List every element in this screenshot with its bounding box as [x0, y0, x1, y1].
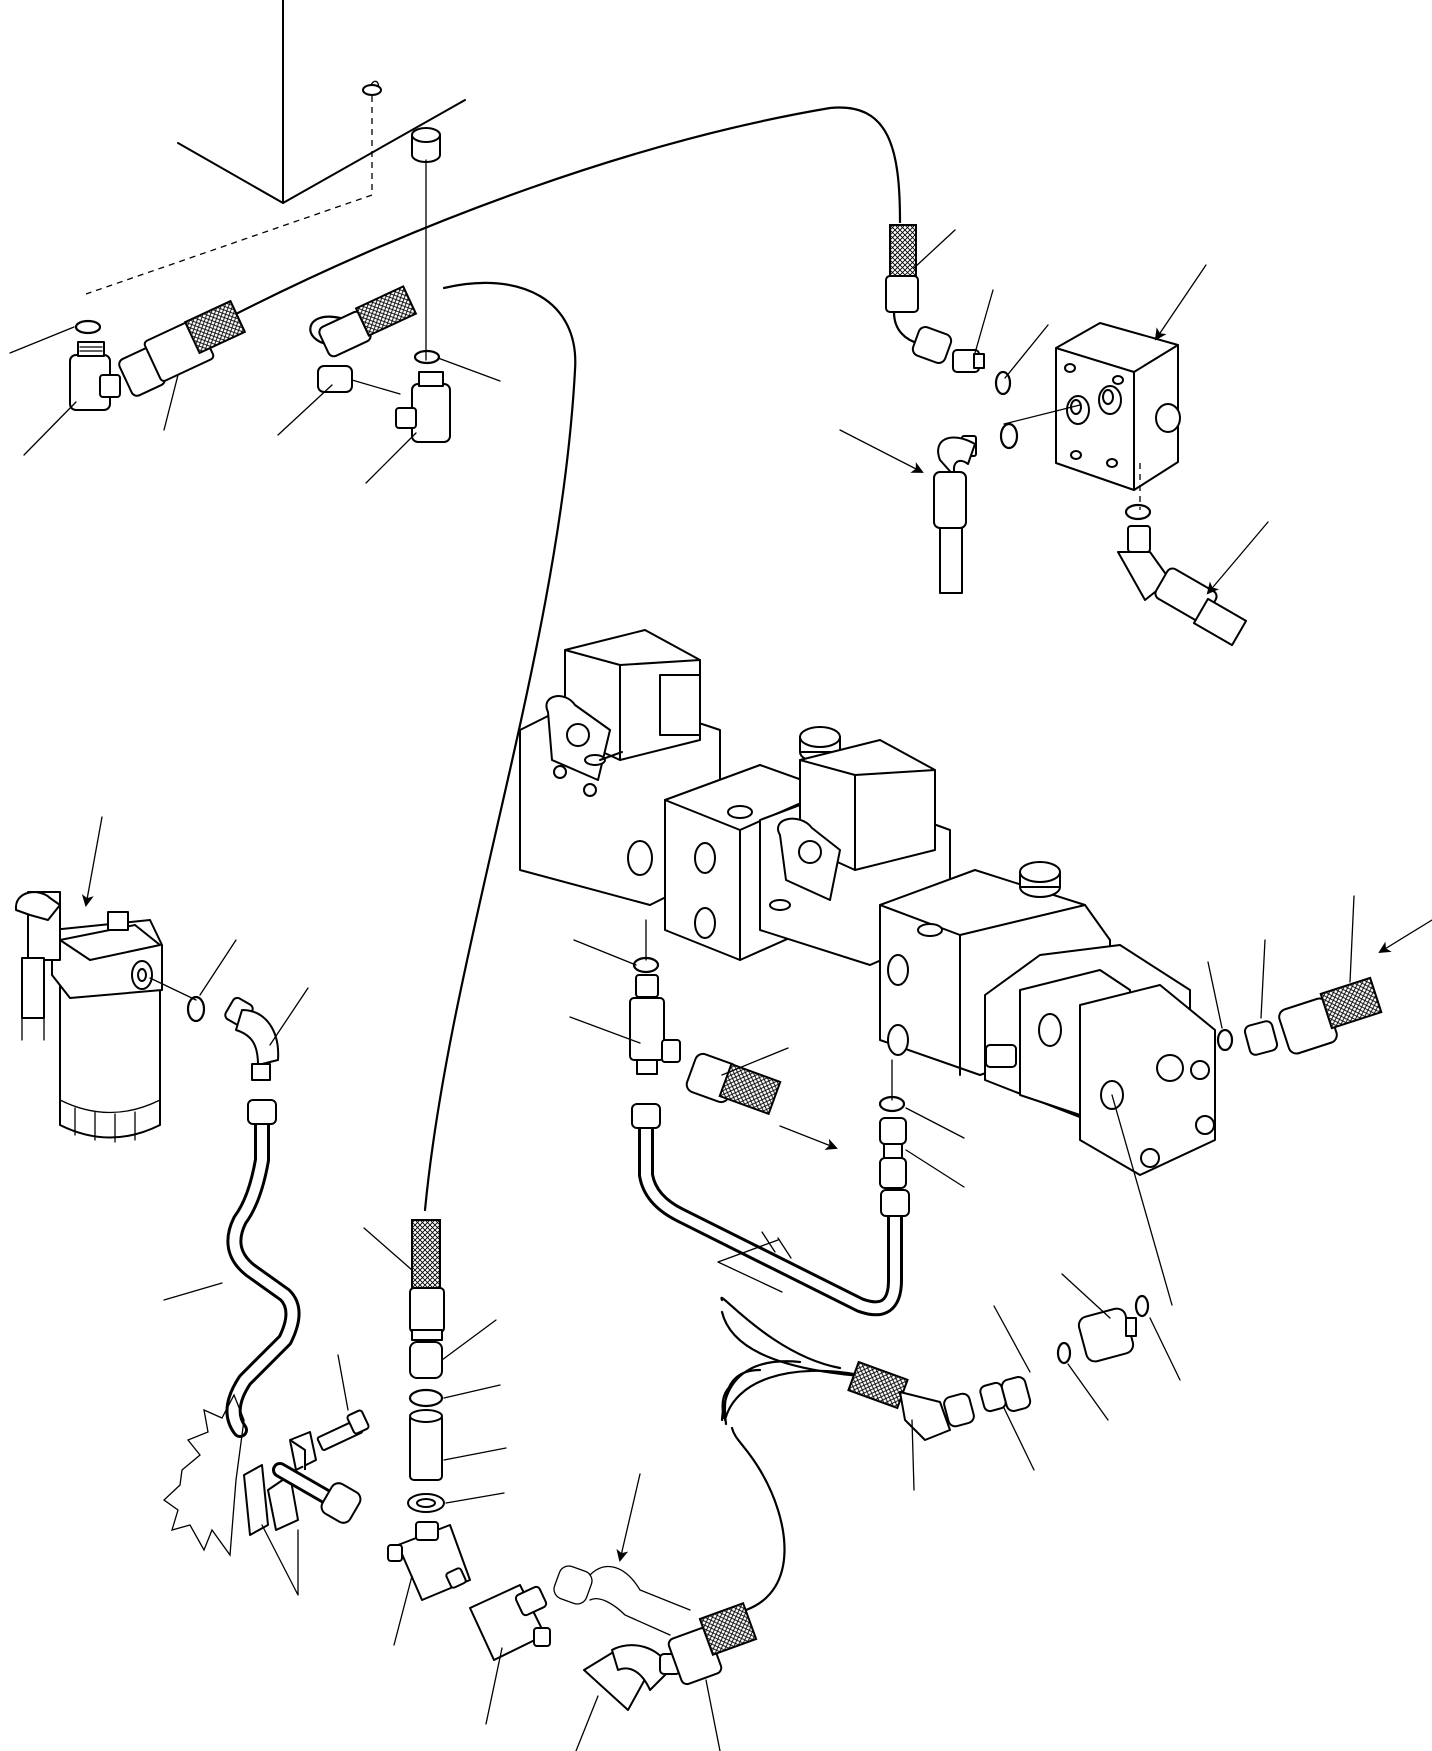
hose-tank-to-valve: [226, 106, 902, 320]
callout-leaders-top-right: [913, 229, 1049, 379]
pump-right-hose-end: [1216, 976, 1383, 1056]
leader-valve-port: [1003, 404, 1081, 425]
elbow-fitting-bottom: [583, 1644, 681, 1711]
callout-leaders-bottom-center: [363, 1227, 507, 1504]
hose-end-left: [118, 299, 247, 397]
elbow-fitting-left: [69, 341, 121, 411]
adapter-stack: [407, 1341, 445, 1513]
callout-leaders-top-left: [9, 326, 501, 484]
elbow-fitting-filter: [186, 995, 280, 1081]
hose-end-bottom: [667, 1601, 758, 1686]
hose-end-valve-top: [885, 224, 1012, 396]
o-ring: [74, 319, 102, 335]
leader-clamp: [261, 1524, 299, 1596]
hose-loop-fitting-center: [309, 285, 418, 395]
arrow-pointer-icon: [839, 429, 924, 473]
frame-plate: [162, 1393, 245, 1557]
leader-pump-port: [1111, 1094, 1173, 1306]
leader-tee-bottom: [393, 1575, 413, 1646]
line-filter: [14, 891, 163, 1143]
elbow-fitting-center: [395, 371, 451, 443]
callout-leaders-bottom-right: [911, 1273, 1181, 1491]
hose-bottom-right-upper: [720, 1360, 802, 1422]
bolt: [316, 1354, 370, 1451]
steel-tube-u: [631, 1103, 910, 1317]
leader-filter-tube: [163, 1282, 223, 1301]
hose-end-bottom-center: [409, 1219, 445, 1341]
callout-leaders-pump-lower: [569, 939, 965, 1293]
arrow-pointer-icon: [779, 1125, 838, 1150]
tank-bracket: [177, 0, 466, 204]
steel-tube-filter: [225, 1099, 301, 1438]
callout-leaders-pump-right: [1207, 895, 1355, 1029]
hose-bottom-arc: [730, 1426, 786, 1612]
tube-to-tee: [272, 1462, 362, 1524]
leader-tank-port: [85, 96, 373, 295]
callout-leaders-bottom: [575, 1679, 721, 1751]
hose-end-pump-outlet: [685, 1052, 782, 1116]
leader-filter-port: [149, 977, 197, 1001]
callout-leaders-filter: [199, 939, 309, 1046]
arrow-pointer-icon: [1378, 919, 1432, 954]
arrow-pointer-icon: [1154, 264, 1207, 341]
hydraulic-valve-block: [1055, 322, 1181, 510]
tandem-gear-pump: [519, 629, 1216, 1176]
arrow-pointer-icon: [1206, 521, 1269, 595]
tee-fitting-bottom: [387, 1521, 471, 1601]
hose-elbow-valve-bottom: [1117, 503, 1248, 647]
leader-tee-bottom-right: [485, 1647, 503, 1725]
hose-elbow-valve-side: [933, 422, 1019, 594]
tee-fitting-pump: [629, 956, 681, 1075]
tee-fitting-bottom-right: [469, 1584, 551, 1661]
arrow-pointer-icon: [81, 816, 103, 907]
hose-continuation-faint: [553, 1565, 691, 1636]
hose-mid-arc: [720, 1310, 862, 1426]
arrow-pointer-icon: [616, 1473, 641, 1562]
o-ring: [413, 349, 441, 365]
clamp-bracket: [243, 1431, 317, 1536]
hose-bottom-right-arc: [720, 1296, 842, 1420]
fitting-pump-right-drop: [878, 1095, 907, 1189]
hose-center-long: [423, 281, 577, 1212]
hose-assembly-bottom-right: [723, 1294, 1150, 1441]
